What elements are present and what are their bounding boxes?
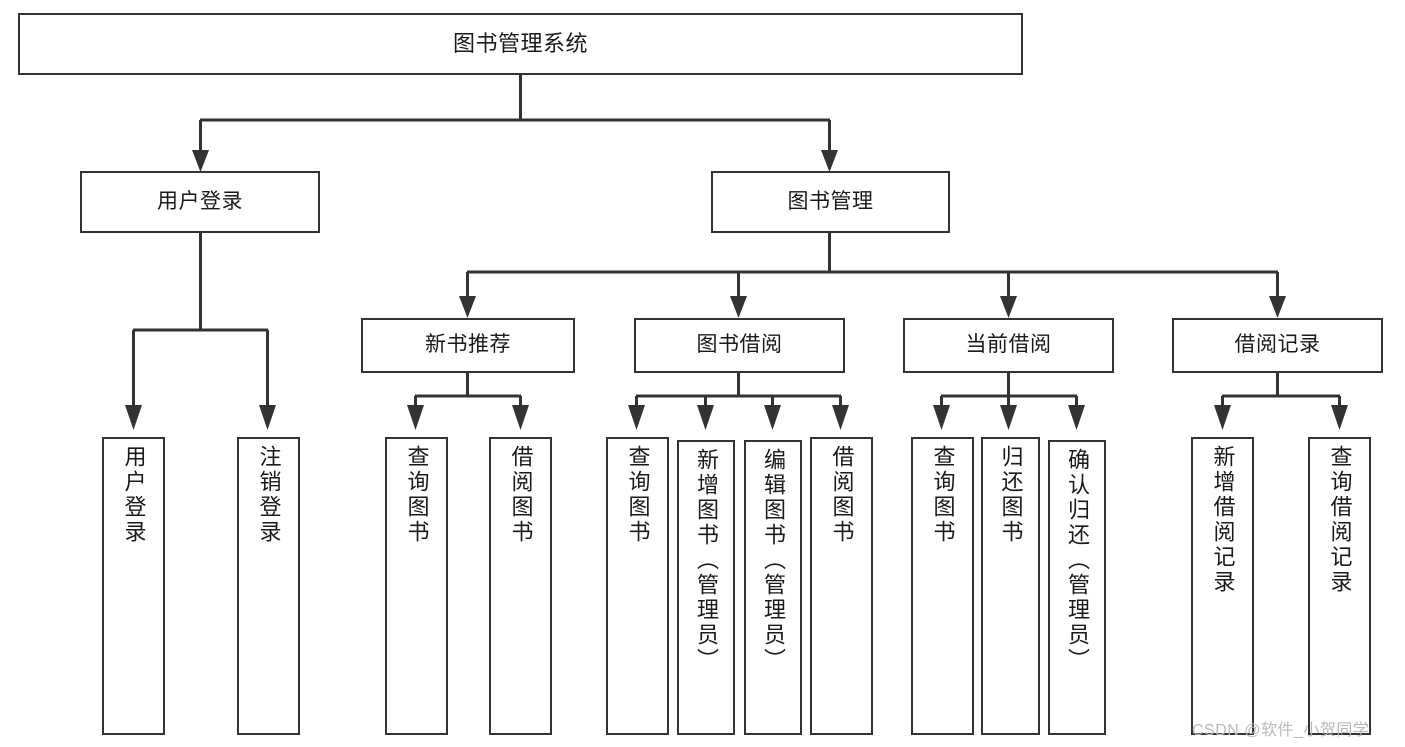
csdn-watermark: CSDN @软件_小贺同学 <box>1192 722 1370 739</box>
leaf-new-query-book[interactable]: 查询图书 <box>385 437 448 735</box>
arrow-to-new-book <box>459 296 476 318</box>
leaf-current-query-book[interactable]: 查询图书 <box>911 437 974 735</box>
leaf-record-add-label: 新增借阅记录 <box>1210 445 1236 595</box>
node-user-login[interactable]: 用户登录 <box>80 171 320 233</box>
node-borrow-record[interactable]: 借阅记录 <box>1172 318 1383 373</box>
leaf-borrow-borrow-book-label: 借阅图书 <box>829 445 855 545</box>
node-book-management[interactable]: 图书管理 <box>711 171 950 233</box>
node-book-borrow[interactable]: 图书借阅 <box>634 318 845 373</box>
leaf-borrow-borrow-book[interactable]: 借阅图书 <box>810 437 873 735</box>
arrow-to-book-manage <box>821 150 838 172</box>
leaf-user-login-label: 用户登录 <box>121 445 147 545</box>
arrow-to-leaf-user-2 <box>259 405 276 430</box>
node-root[interactable]: 图书管理系统 <box>18 13 1023 75</box>
leaf-borrow-edit-book[interactable]: 编辑图书（管理员） <box>744 440 802 735</box>
leaf-user-logout[interactable]: 注销登录 <box>237 437 300 735</box>
arrow-to-leaf-borrow-4 <box>832 405 849 430</box>
arrow-to-leaf-record-2 <box>1331 405 1348 430</box>
leaf-current-return-book-label: 归还图书 <box>998 445 1024 545</box>
node-borrow-record-label: 借阅记录 <box>1234 333 1321 357</box>
leaf-user-logout-label: 注销登录 <box>256 445 282 545</box>
arrow-to-current-borrow <box>1000 296 1017 318</box>
node-root-label: 图书管理系统 <box>452 31 588 57</box>
arrow-to-leaf-borrow-3 <box>764 405 781 430</box>
leaf-borrow-query-book-label: 查询图书 <box>625 445 651 545</box>
leaf-new-borrow-book-label: 借阅图书 <box>508 445 534 545</box>
node-current-borrow-label: 当前借阅 <box>965 333 1052 357</box>
leaf-borrow-add-book-label: 新增图书（管理员） <box>694 448 719 673</box>
leaf-new-borrow-book[interactable]: 借阅图书 <box>489 437 552 735</box>
arrow-to-leaf-new-1 <box>407 405 424 430</box>
leaf-borrow-query-book[interactable]: 查询图书 <box>606 437 669 735</box>
arrow-to-leaf-new-2 <box>512 405 529 430</box>
node-new-book-recommend-label: 新书推荐 <box>425 333 511 357</box>
leaf-current-confirm-return[interactable]: 确认归还（管理员） <box>1048 440 1106 735</box>
node-new-book-recommend[interactable]: 新书推荐 <box>361 318 575 373</box>
leaf-current-confirm-return-label: 确认归还（管理员） <box>1065 448 1090 673</box>
arrow-to-book-borrow <box>730 296 747 318</box>
node-current-borrow[interactable]: 当前借阅 <box>903 318 1114 373</box>
leaf-current-query-book-label: 查询图书 <box>930 445 956 545</box>
arrow-to-leaf-current-2 <box>1000 405 1017 430</box>
arrow-to-leaf-current-3 <box>1068 405 1085 430</box>
arrow-to-leaf-record-1 <box>1214 405 1231 430</box>
leaf-user-login[interactable]: 用户登录 <box>102 437 165 735</box>
leaf-new-query-book-label: 查询图书 <box>404 445 430 545</box>
arrow-to-leaf-user-1 <box>125 405 142 430</box>
leaf-record-query[interactable]: 查询借阅记录 <box>1308 437 1371 735</box>
node-book-management-label: 图书管理 <box>787 189 874 213</box>
arrow-to-leaf-borrow-2 <box>697 405 714 430</box>
leaf-current-return-book[interactable]: 归还图书 <box>981 437 1040 735</box>
leaf-record-add[interactable]: 新增借阅记录 <box>1191 437 1254 735</box>
node-book-borrow-label: 图书借阅 <box>696 333 783 357</box>
arrow-to-leaf-current-1 <box>933 405 950 430</box>
arrow-to-leaf-borrow-1 <box>628 405 645 430</box>
node-user-login-label: 用户登录 <box>157 189 243 213</box>
arrow-to-borrow-record <box>1269 296 1286 318</box>
leaf-borrow-edit-book-label: 编辑图书（管理员） <box>761 448 786 673</box>
leaf-borrow-add-book[interactable]: 新增图书（管理员） <box>677 440 735 735</box>
arrow-to-user-login <box>192 150 209 172</box>
leaf-record-query-label: 查询借阅记录 <box>1327 445 1353 595</box>
